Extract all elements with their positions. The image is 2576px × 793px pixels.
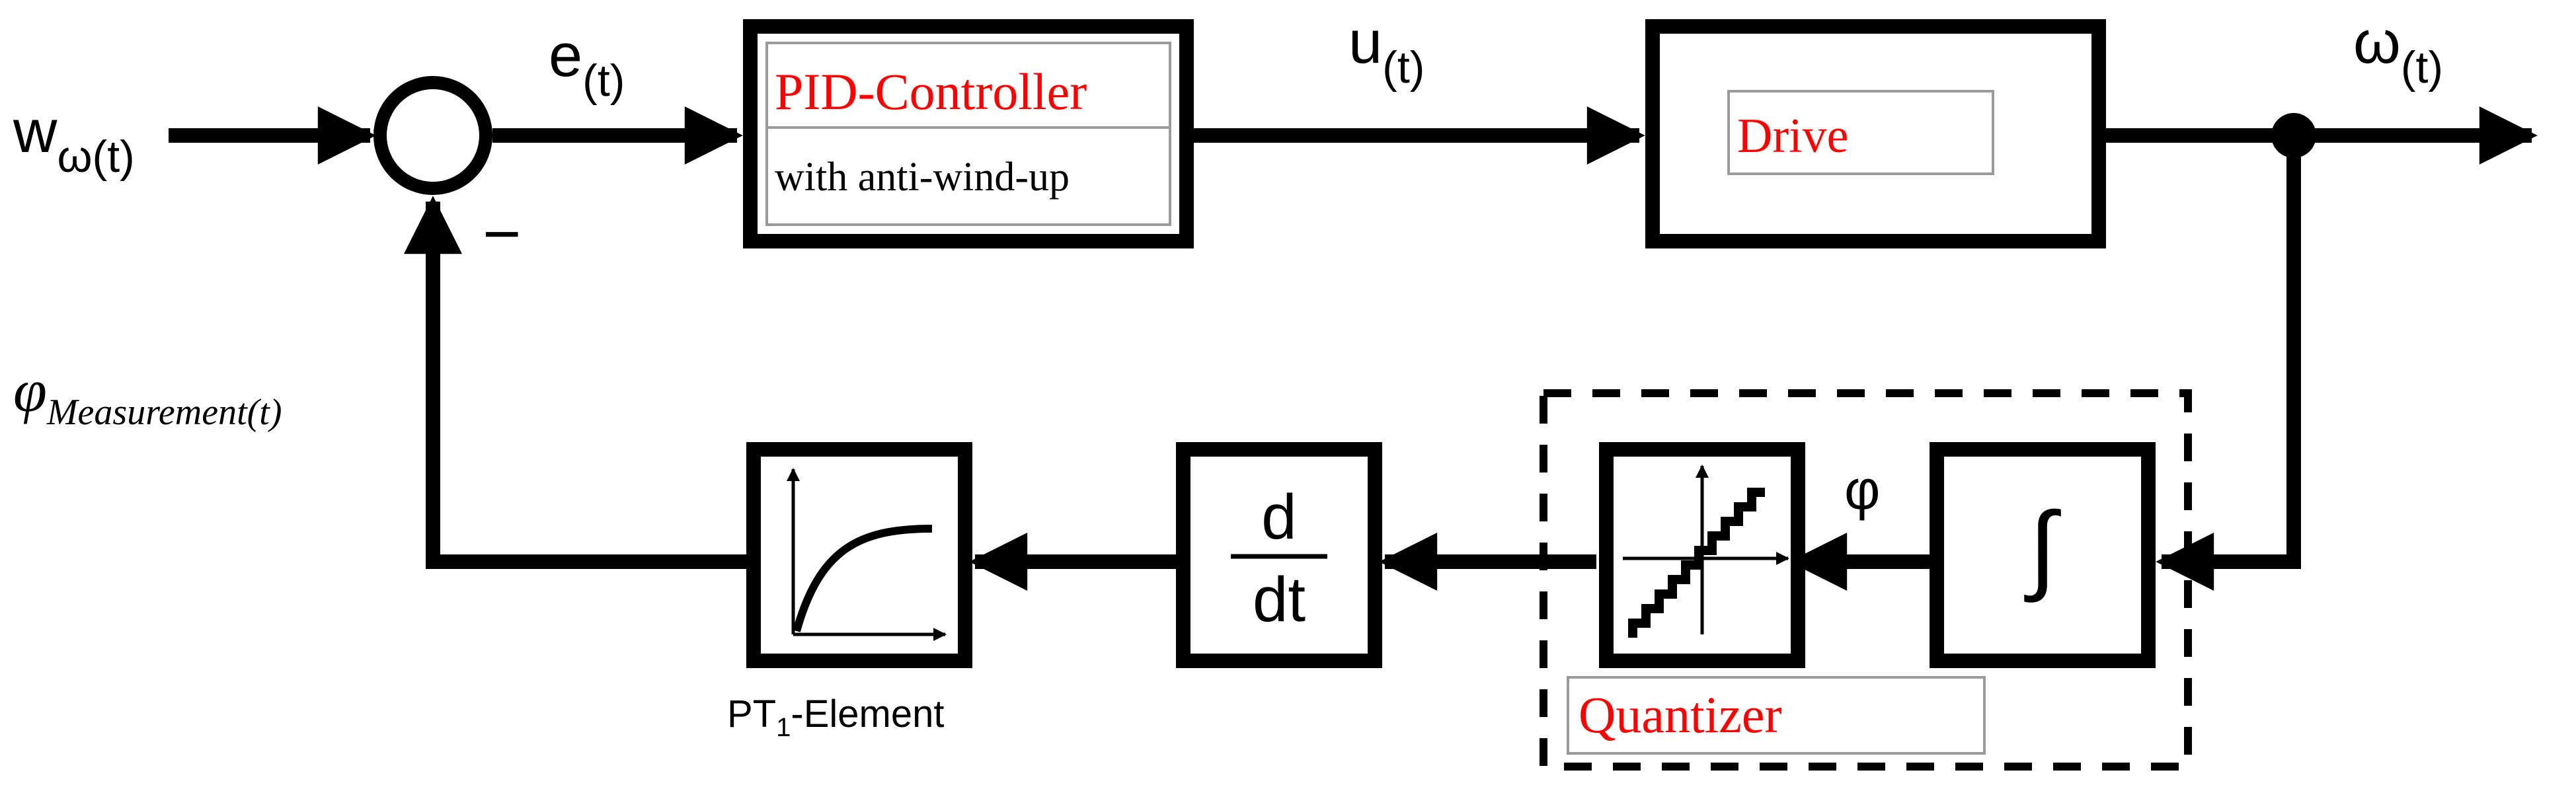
pid-controller-block: PID-Controller with anti-wind-up bbox=[743, 19, 1194, 248]
integrator-block: ∫ bbox=[1930, 442, 2156, 668]
drive-block: Drive bbox=[1645, 19, 2106, 248]
minus-sign: − bbox=[483, 197, 521, 271]
phi-label: φ bbox=[1844, 459, 1880, 521]
control-label: u(t) bbox=[1348, 9, 1425, 93]
output-label: ω(t) bbox=[2353, 9, 2443, 93]
pt1-label: PT1-Element bbox=[727, 693, 944, 742]
setpoint-label: wω(t) bbox=[13, 98, 135, 182]
quantizer-boundary bbox=[1540, 389, 2192, 771]
line-feedback-branch bbox=[2156, 135, 2301, 591]
derivative-denominator: dt bbox=[1253, 564, 1306, 635]
pid-label-frame bbox=[765, 42, 1171, 226]
signal-lines bbox=[169, 106, 2538, 591]
pt1-element-block bbox=[746, 442, 972, 668]
derivative-numerator: d bbox=[1261, 482, 1296, 552]
derivative-block: d dt bbox=[1176, 442, 1382, 668]
integral-symbol: ∫ bbox=[2023, 492, 2061, 603]
branch-node bbox=[2271, 113, 2316, 158]
line-pt1-to-sum bbox=[404, 196, 747, 569]
quantizer-block bbox=[1599, 442, 1805, 668]
pid-title: PID-Controller bbox=[775, 63, 1087, 120]
drive-label: Drive bbox=[1737, 109, 1849, 163]
quantizer-staircase-icon bbox=[1623, 465, 1789, 638]
error-label: e(t) bbox=[549, 22, 625, 106]
summing-junction bbox=[373, 76, 492, 195]
drive-label-frame bbox=[1727, 90, 1994, 175]
quantizer-label: Quantizer bbox=[1579, 686, 1782, 743]
quantizer-label-frame bbox=[1567, 676, 1986, 755]
pid-subtitle: with anti-wind-up bbox=[775, 155, 1070, 200]
step-response-icon bbox=[787, 468, 947, 641]
feedback-label: φMeasurement(t) bbox=[13, 357, 282, 433]
